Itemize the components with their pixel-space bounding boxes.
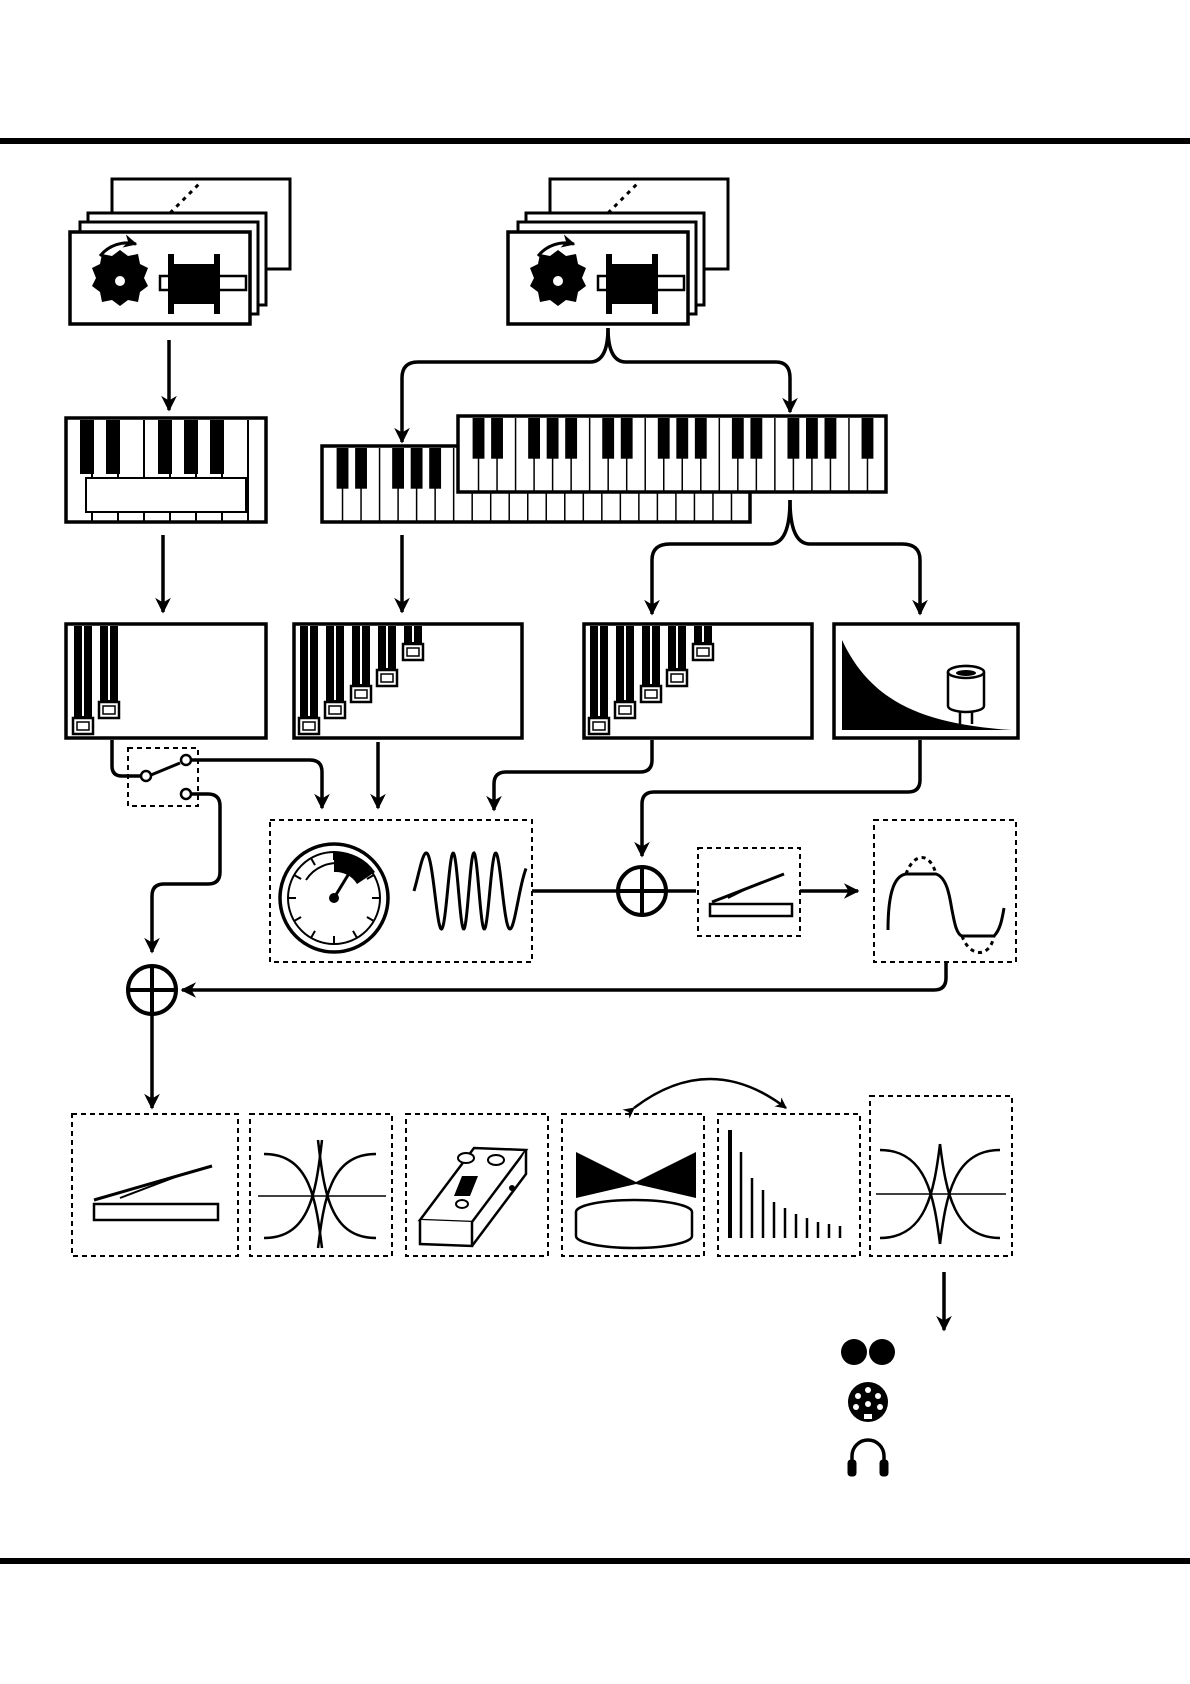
overdrive-clipping	[874, 820, 1016, 962]
line-out-icon	[841, 1339, 895, 1365]
bottom-rule	[0, 1558, 1190, 1564]
headphones-icon	[848, 1440, 888, 1476]
output-equalizer	[870, 1096, 1012, 1256]
reverb	[718, 1114, 860, 1256]
upper-manual	[458, 416, 886, 492]
vibrato-chorus-scanner	[270, 820, 532, 962]
summing-junction-2	[128, 966, 176, 1014]
equalizer	[250, 1114, 392, 1256]
upper-drawbars	[584, 624, 812, 738]
rotary-speaker	[562, 1114, 704, 1256]
effects-pedal	[406, 1114, 548, 1256]
lower-drawbars	[294, 624, 522, 738]
vibrato-waveform	[414, 853, 526, 929]
top-rule	[0, 138, 1190, 144]
summing-junction-1	[618, 867, 666, 915]
overdrive-return-wire	[182, 962, 946, 990]
flow-wires-switch	[112, 740, 920, 952]
expression-pedal	[698, 848, 800, 936]
tonewheel-generator-set-2	[508, 179, 728, 324]
tonewheel-generator-set-1	[70, 179, 290, 324]
percussion-decay	[834, 624, 1018, 738]
pedal-drawbars	[66, 624, 266, 738]
rotary-speaker-icon	[576, 1152, 696, 1248]
midi-port-icon	[848, 1382, 888, 1422]
rotary-speed-arrow	[634, 1079, 786, 1108]
pedalboard	[66, 418, 266, 522]
effects-expression-pedal	[72, 1114, 238, 1256]
